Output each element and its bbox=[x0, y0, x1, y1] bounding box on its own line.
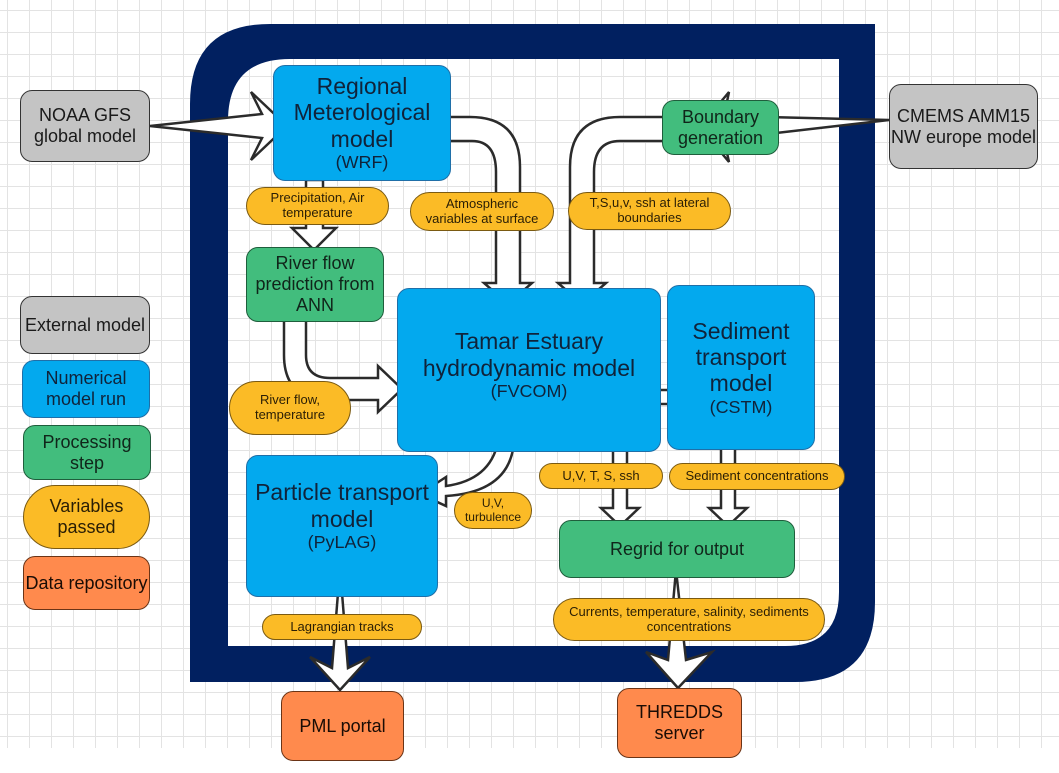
node-title: PML portal bbox=[299, 715, 386, 736]
variable-label: Atmospheric variables at surface bbox=[425, 195, 539, 226]
node-label: NOAA GFS global model bbox=[33, 105, 137, 146]
variable-label: T,S,u,v, ssh at lateral boundaries bbox=[589, 195, 710, 225]
variable-river-flow: River flow, temperature bbox=[229, 381, 351, 435]
node-thredds-server: THREDDS server bbox=[617, 688, 742, 758]
node-subtitle: (CSTM) bbox=[709, 396, 773, 417]
node-title: Particle transport model bbox=[255, 479, 429, 532]
arrow-fvcom-to-pylag bbox=[417, 440, 516, 508]
node-regrid-output: Regrid for output bbox=[559, 520, 795, 578]
variable-precipitation: Precipitation, Air temperature bbox=[246, 187, 389, 225]
node-pml-portal: PML portal bbox=[281, 691, 404, 761]
variable-label: Precipitation, Air temperature bbox=[270, 190, 365, 220]
node-title: THREDDS server bbox=[635, 702, 723, 743]
variable-lateral-boundaries: T,S,u,v, ssh at lateral boundaries bbox=[568, 192, 731, 230]
node-river-flow-ann: River flow prediction from ANN bbox=[246, 247, 384, 322]
variable-sediment-concentrations: Sediment concentrations bbox=[669, 463, 845, 490]
variable-uv-ts-ssh: U,V, T, S, ssh bbox=[539, 463, 663, 489]
legend-data-repository: Data repository bbox=[23, 556, 150, 610]
node-fvcom-model: Tamar Estuary hydrodynamic model (FVCOM) bbox=[397, 288, 661, 452]
node-cstm-model: Sediment transport model (CSTM) bbox=[667, 285, 815, 450]
node-subtitle: (FVCOM) bbox=[490, 381, 568, 402]
legend-processing-step: Processing step bbox=[23, 425, 151, 480]
variable-label: Sediment concentrations bbox=[685, 468, 829, 484]
external-model-noaa-gfs: NOAA GFS global model bbox=[20, 90, 150, 162]
node-label: CMEMS AMM15 NW europe model bbox=[890, 105, 1037, 147]
variable-label: Currents, temperature, salinity, sedimen… bbox=[569, 603, 809, 634]
node-title: River flow prediction from ANN bbox=[255, 253, 375, 315]
node-wrf-model: Regional Meterological model (WRF) bbox=[273, 65, 451, 181]
variable-label: U,V, turbulence bbox=[464, 495, 522, 524]
variable-output-fields: Currents, temperature, salinity, sedimen… bbox=[553, 598, 825, 641]
legend-label: Data repository bbox=[25, 572, 148, 593]
variable-lagrangian-tracks: Lagrangian tracks bbox=[262, 614, 422, 640]
node-subtitle: (WRF) bbox=[335, 152, 389, 173]
node-pylag-model: Particle transport model (PyLAG) bbox=[246, 455, 438, 597]
legend-label: Variables passed bbox=[49, 496, 124, 537]
legend-external-model: External model bbox=[20, 296, 150, 354]
node-title: Tamar Estuary hydrodynamic model bbox=[422, 328, 636, 381]
variable-uv-turbulence: U,V, turbulence bbox=[454, 492, 532, 529]
variable-atmospheric: Atmospheric variables at surface bbox=[410, 192, 554, 231]
node-boundary-generation: Boundary generation bbox=[662, 100, 779, 155]
legend-variables-passed: Variables passed bbox=[23, 485, 150, 549]
legend-label: Processing step bbox=[42, 431, 132, 473]
variable-label: River flow, temperature bbox=[254, 392, 326, 422]
node-title: Regrid for output bbox=[609, 538, 745, 559]
legend-numerical-model-run: Numerical model run bbox=[22, 360, 150, 418]
variable-label: U,V, T, S, ssh bbox=[562, 467, 640, 483]
external-model-cmems: CMEMS AMM15 NW europe model bbox=[889, 84, 1038, 169]
variable-label: Lagrangian tracks bbox=[290, 618, 394, 634]
legend-label: External model bbox=[24, 314, 146, 335]
node-title: Regional Meterological model bbox=[293, 73, 431, 152]
node-title: Boundary generation bbox=[677, 106, 764, 148]
node-title: Sediment transport model bbox=[692, 317, 790, 397]
node-subtitle: (PyLAG) bbox=[307, 532, 377, 553]
legend-label: Numerical model run bbox=[45, 368, 127, 409]
